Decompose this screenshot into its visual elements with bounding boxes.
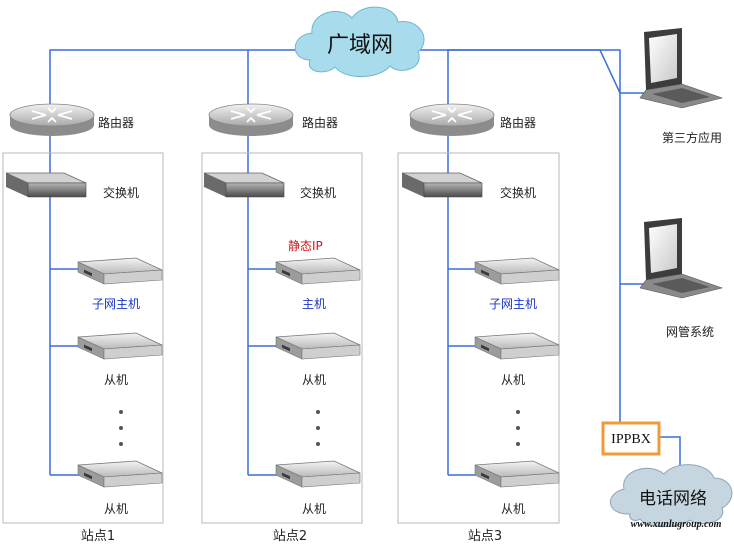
site1-master-label: 子网主机 <box>92 297 140 311</box>
switch-site2-label: 交换机 <box>300 185 336 200</box>
site1-slave-server-icon <box>77 332 163 360</box>
site1-master-server-icon <box>77 257 163 285</box>
site3-slave-label-2: 从机 <box>501 502 525 516</box>
switch-site1-icon <box>5 172 87 198</box>
site2-master-label: 主机 <box>302 297 326 311</box>
switch-site1-label: 交换机 <box>103 185 139 200</box>
site1-box <box>2 152 164 524</box>
link-site1-wan <box>49 49 335 115</box>
site1-slave-label: 从机 <box>104 373 128 387</box>
site2-name: 站点2 <box>273 529 307 544</box>
site3-slave-server-icon-2 <box>474 460 560 488</box>
router-site1-label: 路由器 <box>98 115 134 130</box>
phone-network-label: 电话网络 <box>639 489 707 509</box>
site3-master-label: 子网主机 <box>489 297 537 311</box>
wan-cloud: 广域网 <box>294 6 425 78</box>
ippbx-label: IPPBX <box>611 432 651 447</box>
watermark: www.xunlugroup.com <box>631 519 722 530</box>
static-ip-label: 静态IP <box>288 239 323 253</box>
site2-slave-label: 从机 <box>302 373 326 387</box>
switch-site3-label: 交换机 <box>500 185 536 200</box>
third-party-app-label: 第三方应用 <box>662 130 722 145</box>
switch-site2-icon <box>203 172 285 198</box>
router-site2-icon <box>208 103 294 137</box>
site1-name: 站点1 <box>81 529 115 544</box>
link-trunk-right <box>415 49 621 422</box>
site2-master-server-icon <box>275 257 361 285</box>
router-site2-label: 路由器 <box>302 115 338 130</box>
nms-label: 网管系统 <box>666 324 714 339</box>
switch-site3-icon <box>401 172 483 198</box>
router-site1-icon <box>9 103 95 137</box>
site3-box <box>397 152 560 524</box>
site1-slave-label-2: 从机 <box>104 502 128 516</box>
site3-slave-server-icon <box>474 332 560 360</box>
site1-slave-server-icon-2 <box>77 460 163 488</box>
router-site3-label: 路由器 <box>500 115 536 130</box>
phone-network-cloud: 电话网络 <box>609 464 733 528</box>
link-ippbx-phone <box>660 436 681 474</box>
wan-label: 广域网 <box>327 33 393 58</box>
site3-name: 站点3 <box>468 529 502 544</box>
laptop-third-party-icon <box>639 27 723 109</box>
router-site3-icon <box>409 103 495 137</box>
site2-slave-label-2: 从机 <box>302 502 326 516</box>
site3-master-server-icon <box>474 257 560 285</box>
laptop-nms-icon <box>639 217 723 299</box>
site2-box <box>201 152 363 524</box>
site3-slave-label: 从机 <box>501 373 525 387</box>
site2-slave-server-icon <box>275 332 361 360</box>
ippbx-box: IPPBX <box>601 421 661 456</box>
ellipsis-dots <box>119 410 520 446</box>
site2-slave-server-icon-2 <box>275 460 361 488</box>
